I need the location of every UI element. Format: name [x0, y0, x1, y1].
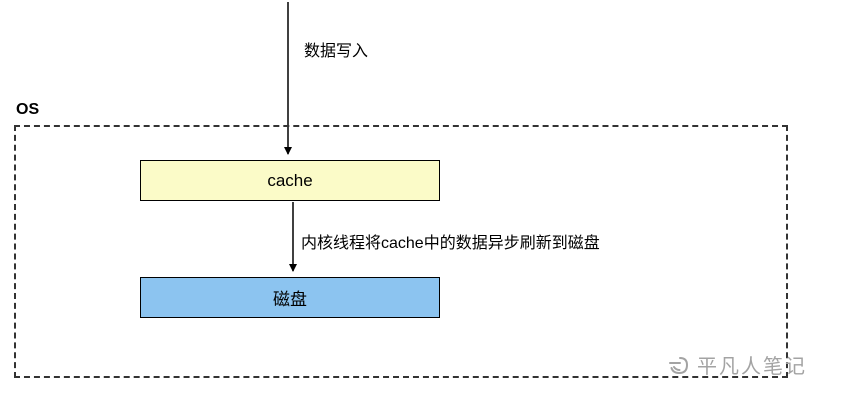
flush-arrow-label: 内核线程将cache中的数据异步刷新到磁盘 [301, 235, 600, 252]
cache-box-label: cache [267, 170, 313, 190]
watermark-logo-icon [667, 353, 691, 377]
os-boundary [14, 125, 788, 378]
disk-box: 磁盘 [140, 277, 440, 318]
os-label: OS [16, 101, 40, 118]
watermark-text: 平凡人笔记 [697, 356, 807, 378]
disk-box-label: 磁盘 [273, 290, 307, 309]
watermark: 平凡人笔记 [667, 350, 807, 379]
cache-box: cache [140, 160, 440, 201]
write-arrow-label: 数据写入 [304, 43, 369, 60]
